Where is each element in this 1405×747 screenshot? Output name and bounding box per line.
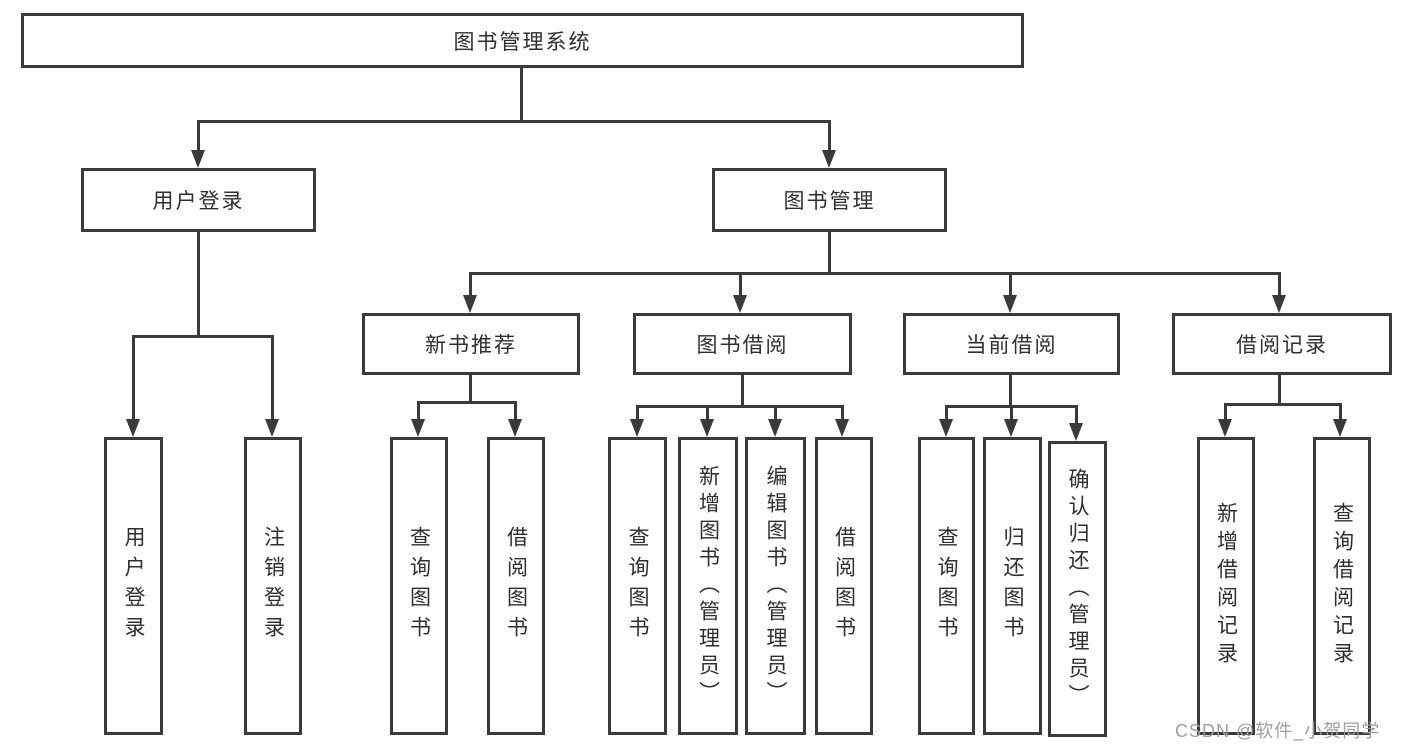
leaf-add-borrow-record: 新增借阅记录 — [1197, 437, 1255, 735]
arrow-add-books — [700, 419, 714, 437]
arrow-confirm-return — [1069, 423, 1083, 441]
arrow-currentborrow — [1003, 295, 1017, 313]
arrow-borrow2 — [835, 419, 849, 437]
node-current-borrow: 当前借阅 — [903, 313, 1120, 375]
leaf-query-books-borrow: 查询图书 — [608, 437, 667, 735]
node-user-login: 用户登录 — [81, 168, 316, 232]
connector-drop-add-record — [1224, 403, 1227, 421]
leaf-query-books-recommend: 查询图书 — [390, 437, 448, 735]
leaf-logout: 注销登录 — [244, 437, 302, 735]
connector-drop-query1 — [417, 401, 420, 421]
connector-drop-newbook — [469, 272, 472, 297]
csdn-watermark: CSDN @软件_小贺同学 — [1175, 721, 1381, 741]
arrow-query1 — [411, 419, 425, 437]
arrow-leaf-userlogin — [126, 419, 140, 437]
leaf-add-books-admin: 新增图书（管理员） — [678, 437, 738, 735]
connector-bookborrow-bar — [636, 405, 844, 408]
arrow-add-record — [1218, 419, 1232, 437]
connector-drop-bookborrow — [739, 272, 742, 297]
arrow-user-login — [191, 150, 205, 168]
node-book-management: 图书管理 — [712, 168, 947, 232]
connector-root-bar — [197, 120, 831, 123]
leaf-user-login: 用户登录 — [104, 437, 163, 735]
connector-drop-borrowrecord — [1278, 272, 1281, 297]
arrow-borrow1 — [508, 419, 522, 437]
connector-drop-book-management — [828, 120, 831, 152]
leaf-confirm-return-admin: 确认归还（管理员） — [1048, 441, 1107, 737]
connector-bookmgmt-bar — [469, 272, 1281, 275]
connector-drop-leaf-userlogin — [132, 335, 135, 421]
connector-userlogin-bar — [132, 335, 274, 338]
connector-drop-currentborrow — [1009, 272, 1012, 297]
connector-newbook-bar — [417, 401, 517, 404]
connector-borrowrecord-bar — [1224, 403, 1342, 406]
connector-drop-user-login — [197, 120, 200, 152]
connector-drop-borrow1 — [514, 401, 517, 421]
connector-userlogin-stem — [197, 232, 200, 335]
arrow-book-management — [822, 150, 836, 168]
leaf-return-books: 归还图书 — [983, 437, 1042, 735]
connector-drop-query3 — [945, 405, 948, 421]
connector-bookmgmt-stem — [828, 232, 831, 272]
connector-bookborrow-stem — [741, 375, 744, 405]
connector-borrowrecord-stem — [1278, 375, 1281, 403]
arrow-return-books — [1004, 419, 1018, 437]
node-root: 图书管理系统 — [21, 13, 1024, 68]
leaf-borrow-books-recommend: 借阅图书 — [487, 437, 545, 735]
connector-newbook-stem — [469, 375, 472, 401]
node-borrow-record: 借阅记录 — [1172, 313, 1392, 375]
arrow-edit-books — [768, 419, 782, 437]
arrow-query3 — [939, 419, 953, 437]
arrow-leaf-logout — [265, 419, 279, 437]
node-new-book-recommend: 新书推荐 — [362, 313, 580, 375]
connector-drop-return-books — [1010, 405, 1013, 421]
node-book-borrow: 图书借阅 — [633, 313, 852, 375]
connector-drop-query-record — [1339, 403, 1342, 421]
arrow-query-record — [1333, 419, 1347, 437]
connector-drop-query2 — [636, 405, 639, 421]
connector-drop-add-books — [706, 405, 709, 421]
leaf-query-books-current: 查询图书 — [918, 437, 975, 735]
arrow-newbook — [463, 295, 477, 313]
connector-drop-leaf-logout — [271, 335, 274, 421]
arrow-borrowrecord — [1272, 295, 1286, 313]
connector-currentborrow-stem — [1009, 375, 1012, 405]
arrow-bookborrow — [733, 295, 747, 313]
leaf-borrow-books: 借阅图书 — [815, 437, 873, 735]
connector-drop-edit-books — [774, 405, 777, 421]
leaf-query-borrow-record: 查询借阅记录 — [1313, 437, 1371, 735]
connector-drop-borrow2 — [841, 405, 844, 421]
arrow-query2 — [630, 419, 644, 437]
leaf-edit-books-admin: 编辑图书（管理员） — [745, 437, 806, 735]
connector-drop-confirm-return — [1075, 405, 1078, 423]
connector-root-stem — [520, 68, 523, 120]
